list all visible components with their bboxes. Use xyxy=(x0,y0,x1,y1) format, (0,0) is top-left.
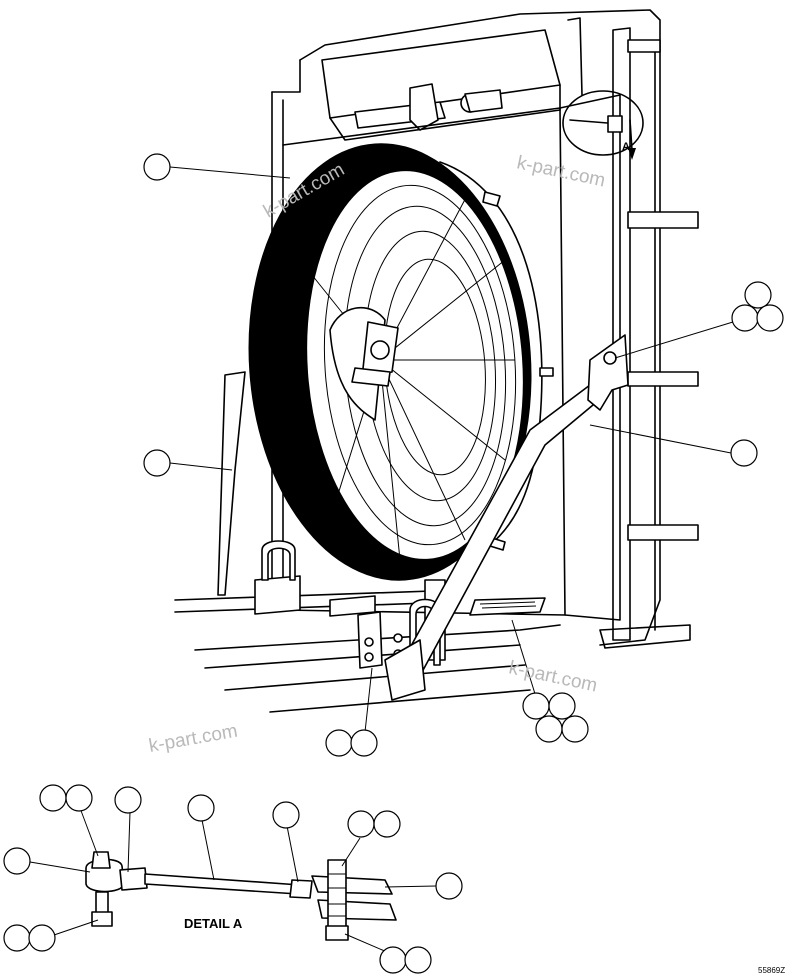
callout-circle xyxy=(522,692,550,720)
callout-circle xyxy=(756,304,784,332)
callout-circle xyxy=(143,449,171,477)
view-a-marker xyxy=(562,90,644,160)
callout-circle xyxy=(114,786,142,814)
callout-circle xyxy=(548,692,576,720)
detail-a-label: DETAIL A xyxy=(184,916,243,931)
main-leaders xyxy=(169,166,747,733)
callout-circle xyxy=(744,281,772,309)
callout-circle xyxy=(350,729,378,757)
callout-circle xyxy=(435,872,463,900)
callout-circle xyxy=(404,946,432,974)
callout-circle xyxy=(730,439,758,467)
detail-callouts xyxy=(3,784,463,974)
callout-circle xyxy=(379,946,407,974)
callout-circle xyxy=(39,784,67,812)
callout-circle xyxy=(373,810,401,838)
view-a-letter: A xyxy=(622,141,630,153)
callout-circle xyxy=(561,715,589,743)
radiator-assembly xyxy=(271,9,699,649)
callout-circle xyxy=(535,715,563,743)
main-callouts xyxy=(143,153,784,757)
watermark-text: k-part.com xyxy=(147,721,239,757)
stay-rod xyxy=(217,334,629,701)
callout-circle xyxy=(143,153,171,181)
callout-circle xyxy=(3,847,31,875)
callout-circle xyxy=(28,924,56,952)
callout-circle xyxy=(347,810,375,838)
callout-circle xyxy=(731,304,759,332)
callout-circle xyxy=(272,801,300,829)
detail-leaders xyxy=(29,807,437,956)
callout-circle xyxy=(325,729,353,757)
callout-circle xyxy=(3,924,31,952)
fan-guard xyxy=(248,143,554,581)
detail-a-assembly xyxy=(85,851,397,941)
figure-number: 55869Z xyxy=(758,966,786,975)
callout-circle xyxy=(187,794,215,822)
callout-circle xyxy=(65,784,93,812)
